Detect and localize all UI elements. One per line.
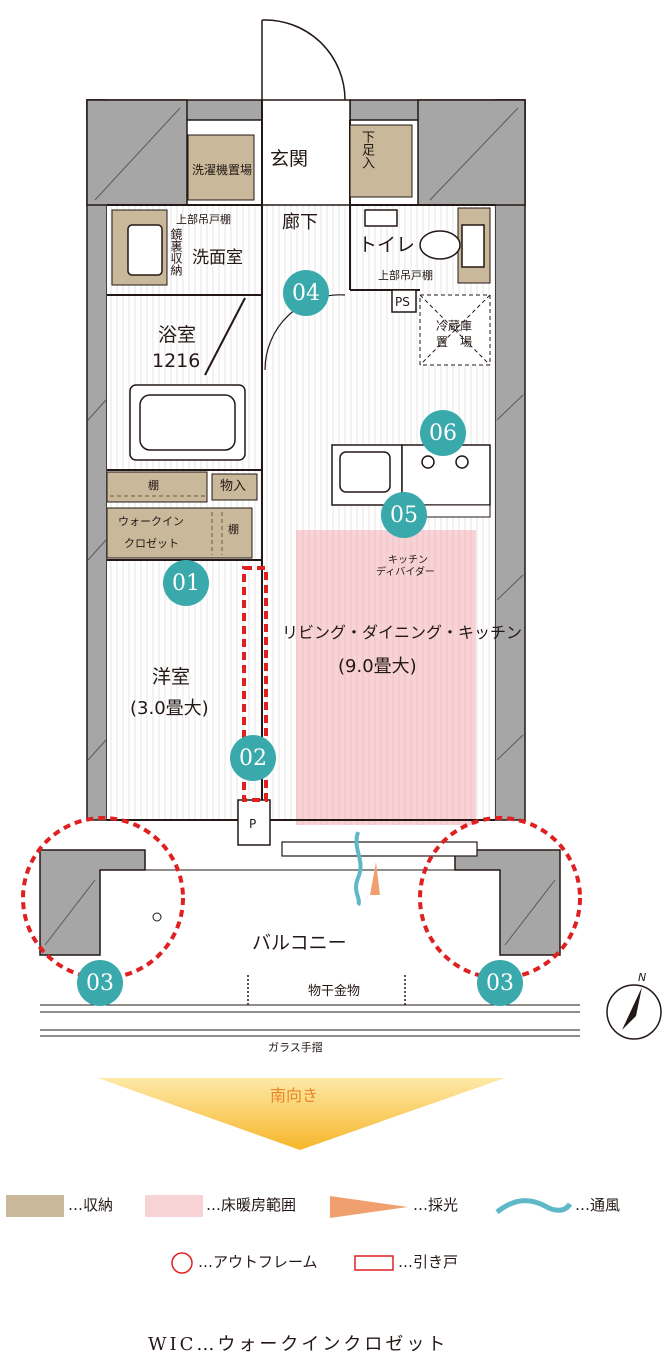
legend-storage-label: …収納: [68, 1196, 114, 1214]
legend-outframe-swatch: [171, 1252, 193, 1274]
wic-shelf-label: 棚: [228, 523, 239, 536]
balcony-drain: [152, 912, 162, 922]
legend-ventilation-swatch: [495, 1198, 573, 1215]
legend-heating-label: …床暖房範囲: [206, 1196, 297, 1214]
monoire-label: 物入: [220, 479, 247, 494]
ps-box: [391, 289, 417, 313]
wall-hatching: [87, 107, 524, 761]
senmenjo-label: 洗面室: [192, 248, 243, 268]
wash-basin: [127, 224, 163, 276]
compass-north-label: N: [638, 971, 647, 984]
compass: [606, 984, 662, 1040]
balcony-label: バルコニー: [252, 932, 347, 954]
legend-ventilation-label: …通風: [575, 1196, 621, 1214]
fridge-label-1: 冷蔵庫: [436, 319, 473, 333]
p-box-outline: [237, 799, 271, 846]
badge-03-right: 03: [477, 960, 523, 1006]
badge-04: 04: [283, 270, 329, 316]
drying-hardware-label: 物干金物: [308, 984, 361, 999]
balcony-hatching: [44, 879, 556, 946]
bath-label: 浴室: [158, 324, 197, 346]
mirror-storage-label: 鏡裏収納: [169, 228, 183, 276]
western-room-label: 洋室: [152, 666, 191, 688]
p-box-label: P: [249, 817, 257, 831]
rouka-label: 廊下: [282, 212, 318, 233]
badge-05: 05: [381, 492, 427, 538]
fridge-label-2: 置 場: [436, 335, 473, 349]
badge-06: 06: [420, 410, 466, 456]
entrance-door: [261, 19, 346, 101]
storage-areas: [106, 124, 491, 559]
bath-door: [204, 297, 246, 376]
wash-machine-label: 洗濯機置場: [192, 163, 253, 177]
floor-heating-area: [296, 530, 476, 825]
legend-sliding-label: …引き戸: [398, 1253, 459, 1271]
ldk-label: リビング・ダイニング・キッチン: [282, 623, 523, 642]
glass-handrail-label: ガラス手摺: [268, 1041, 323, 1054]
interior-walls: [107, 100, 495, 821]
western-room-size: (3.0畳大): [130, 698, 209, 719]
divider-label-2: ディバイダー: [376, 567, 435, 578]
legend-storage-swatch: [6, 1195, 64, 1217]
toilet-label: トイレ: [358, 234, 416, 256]
daylight-marker: [370, 862, 380, 895]
toilet-fixture: [364, 209, 485, 268]
divider-label-1: キッチン: [388, 555, 428, 566]
toilet-shelf-label: 上部吊戸棚: [378, 269, 433, 282]
legend-heating-swatch: [145, 1195, 203, 1217]
badge-01: 01: [163, 560, 209, 606]
wic-label-2: クロゼット: [124, 537, 179, 550]
bathtub: [129, 384, 246, 461]
legend-daylight-swatch: [330, 1196, 408, 1218]
genkan-label: 玄関: [270, 148, 309, 170]
bath-size-label: 1216: [152, 350, 201, 372]
outer-walls: [86, 99, 526, 821]
footnote: WIC…ウォークインクロゼット: [148, 1334, 449, 1355]
shelf-label: 棚: [148, 479, 159, 492]
sliding-door-marker: [242, 566, 268, 802]
storage-dashes: [110, 495, 223, 555]
badge-02: 02: [230, 735, 276, 781]
wic-label-1: ウォークイン: [118, 515, 184, 528]
south-arrow: [98, 1078, 505, 1150]
balcony-lines: [40, 869, 580, 1037]
legend-sliding-swatch: [354, 1255, 394, 1271]
ldk-size-label: (9.0畳大): [338, 656, 417, 677]
ps-label: PS: [395, 295, 410, 309]
fridge-cross: [419, 294, 491, 366]
getabako-label: 下足入: [359, 130, 374, 169]
drying-hardware-marks: [247, 975, 406, 1005]
legend-daylight-label: …採光: [413, 1196, 459, 1214]
wash-shelf-label: 上部吊戸棚: [176, 213, 231, 226]
legend-outframe-label: …アウトフレーム: [198, 1253, 318, 1271]
badge-03-left: 03: [77, 960, 123, 1006]
hall-door-swing: [264, 294, 346, 371]
orientation-label: 南向き: [270, 1086, 319, 1105]
balcony-window: [281, 841, 478, 857]
ventilation-marker: [354, 831, 363, 907]
